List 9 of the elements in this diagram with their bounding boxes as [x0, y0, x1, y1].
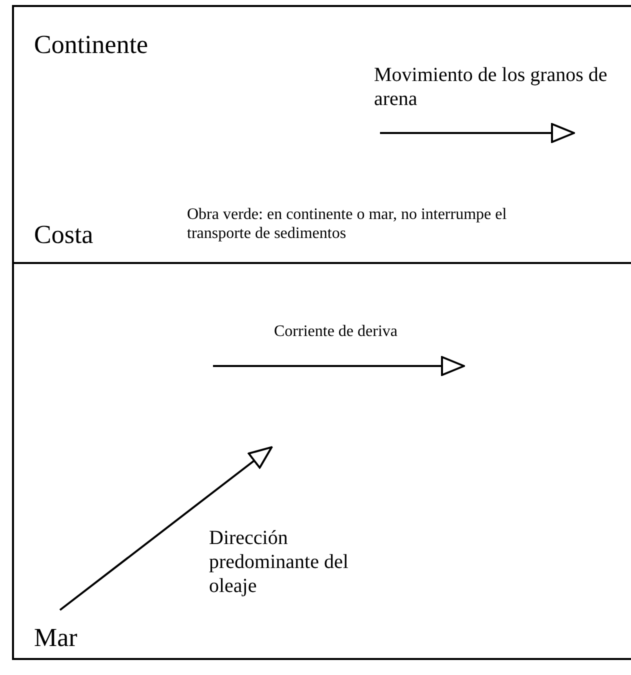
region-panel: [12, 5, 631, 264]
annotation-text: Costa: [34, 219, 94, 250]
region-label: Mar: [34, 622, 78, 654]
region-panel: [12, 264, 631, 660]
annotation-text: Dirección predominante del oleaje: [209, 526, 350, 598]
annotation-text: Obra verde: en continente o mar, no interrumpe el transporte de sedimentos: [187, 205, 508, 244]
annotation-text: Corriente de deriva: [274, 322, 398, 342]
region-label: Continente: [34, 29, 148, 60]
annotation-text: Movimiento de los granos de arena: [374, 63, 608, 111]
